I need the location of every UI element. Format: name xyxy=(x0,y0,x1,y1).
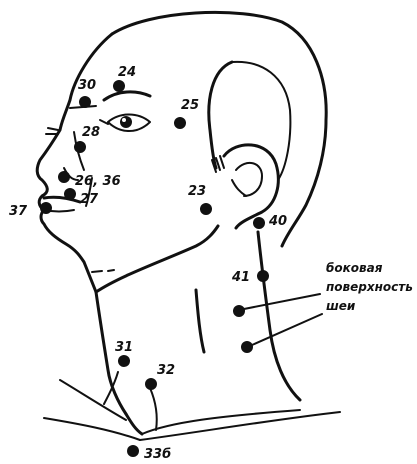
neck-side-note: боковая поверхность шеи xyxy=(326,261,413,313)
note-line-3: шеи xyxy=(326,299,356,313)
point-27: 27 xyxy=(64,188,99,207)
svg-text:26, 36: 26, 36 xyxy=(75,174,121,189)
point-31: 31 xyxy=(115,340,133,367)
point-28: 28 xyxy=(74,125,100,153)
point-32: 32 xyxy=(145,363,175,390)
point-25: 25 xyxy=(174,98,199,129)
svg-text:27: 27 xyxy=(80,192,99,207)
point-33b: 33б xyxy=(127,445,171,462)
note-line-2: поверхность xyxy=(326,280,413,294)
point-23: 23 xyxy=(188,184,212,215)
svg-text:28: 28 xyxy=(82,125,100,140)
svg-text:30: 30 xyxy=(78,78,96,93)
head-outline xyxy=(37,12,340,440)
svg-text:24: 24 xyxy=(118,65,136,80)
svg-text:41: 41 xyxy=(231,270,250,285)
svg-text:23: 23 xyxy=(188,184,206,199)
point-37: 37 xyxy=(9,202,52,219)
eye-iris xyxy=(120,116,132,128)
point-40: 40 xyxy=(253,214,287,229)
svg-text:31: 31 xyxy=(115,340,133,355)
svg-text:32: 32 xyxy=(157,363,175,378)
svg-text:40: 40 xyxy=(268,214,287,229)
svg-text:37: 37 xyxy=(9,204,28,219)
point-neck-side-1 xyxy=(233,305,245,317)
point-30: 30 xyxy=(78,78,96,108)
point-26-36: 26, 36 xyxy=(58,171,121,189)
svg-text:33б: 33б xyxy=(144,447,171,462)
point-neck-side-2 xyxy=(241,341,253,353)
svg-text:25: 25 xyxy=(181,98,199,113)
point-24: 24 xyxy=(113,65,136,92)
note-line-1: боковая xyxy=(326,261,383,275)
note-pointers xyxy=(244,294,322,345)
